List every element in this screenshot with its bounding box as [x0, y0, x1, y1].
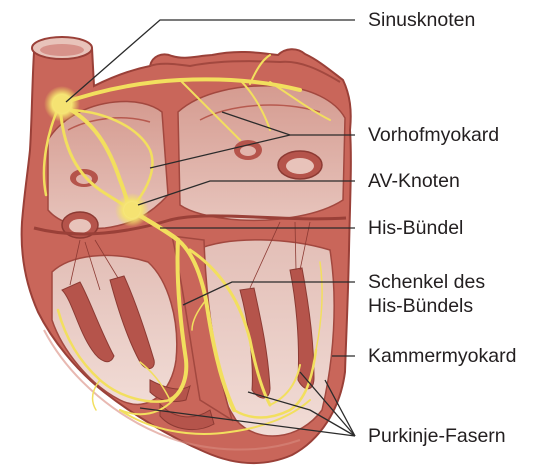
- label-purkinje-fasern: Purkinje-Fasern: [368, 424, 506, 448]
- label-his-buendel: His-Bündel: [368, 216, 463, 240]
- right-ventricle-cavity: [52, 255, 177, 404]
- label-vorhofmyokard: Vorhofmyokard: [368, 123, 499, 147]
- label-schenkel-line1: Schenkel des: [368, 270, 485, 294]
- label-schenkel-des-his-buendels: Schenkel des His-Bündels: [368, 270, 485, 318]
- label-av-knoten: AV-Knoten: [368, 169, 460, 193]
- label-schenkel-line2: His-Bündels: [368, 294, 485, 318]
- label-kammermyokard: Kammermyokard: [368, 344, 516, 368]
- label-sinusknoten: Sinusknoten: [368, 8, 475, 32]
